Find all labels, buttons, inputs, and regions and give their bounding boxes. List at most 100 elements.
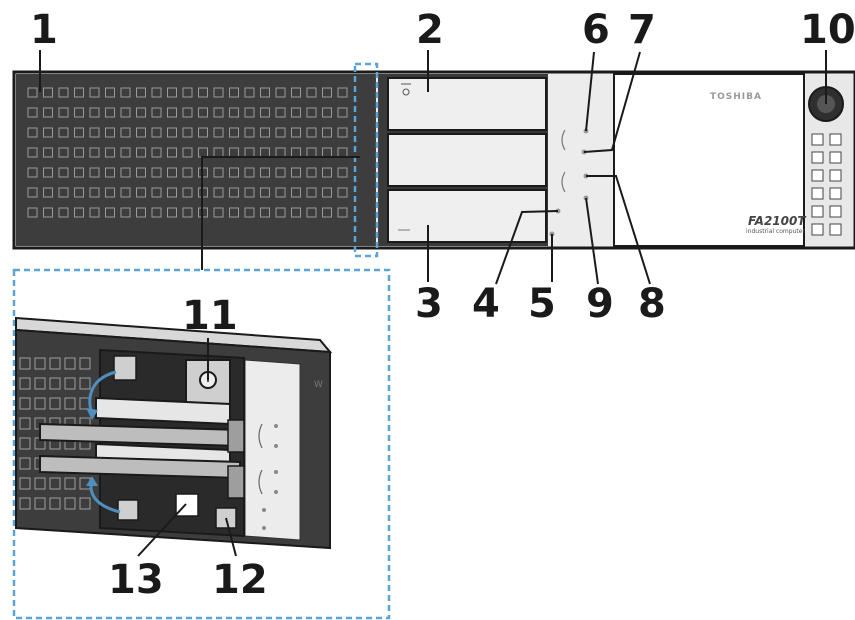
inset-vent-slot bbox=[19, 377, 31, 390]
inset-led-panel bbox=[244, 359, 301, 541]
vent-slot bbox=[306, 127, 317, 138]
function-button-icon bbox=[811, 151, 824, 164]
vent-slot bbox=[260, 107, 270, 118]
inset-led-a bbox=[274, 424, 278, 428]
vent-slot bbox=[167, 107, 177, 118]
vent-slot bbox=[105, 127, 115, 138]
vent-slot bbox=[105, 207, 115, 218]
vent-slot bbox=[291, 207, 301, 218]
function-button-icon bbox=[829, 205, 842, 218]
vent-slot bbox=[275, 87, 286, 98]
vent-slot bbox=[120, 107, 131, 118]
vent-slot bbox=[120, 187, 131, 198]
function-button-icon bbox=[829, 151, 842, 164]
vent-slot bbox=[306, 87, 317, 98]
handle-end-cap-upper bbox=[227, 419, 245, 453]
vent-slot bbox=[337, 87, 348, 98]
vent-slot bbox=[291, 127, 301, 138]
function-button-icon bbox=[829, 223, 842, 236]
vent-slot bbox=[229, 187, 239, 198]
vent-slot bbox=[43, 207, 53, 218]
inset-vent-slot bbox=[64, 477, 76, 490]
vent-slot bbox=[306, 207, 317, 218]
led-bracket-top bbox=[561, 129, 566, 151]
vent-slot bbox=[291, 187, 301, 198]
vent-slot bbox=[89, 187, 100, 198]
leader-line-4 bbox=[495, 210, 559, 285]
inset-vent-slot bbox=[49, 397, 61, 410]
vent-slot bbox=[43, 167, 53, 178]
vent-slot bbox=[136, 107, 146, 118]
drive-lock-icon bbox=[402, 88, 410, 96]
leader-line-7 bbox=[583, 51, 641, 153]
callout-10: 10 bbox=[800, 7, 855, 53]
vent-slot bbox=[136, 127, 146, 138]
callout-2: 2 bbox=[416, 7, 444, 53]
vent-slot bbox=[275, 207, 286, 218]
vent-slot bbox=[213, 207, 224, 218]
inset-vent-slot bbox=[19, 457, 31, 470]
inset-led-f bbox=[262, 526, 266, 530]
inset-vent-slot bbox=[19, 477, 31, 490]
vent-slot bbox=[213, 127, 224, 138]
inset-vent-slot bbox=[79, 377, 91, 390]
vent-slot bbox=[260, 167, 270, 178]
vent-slot bbox=[322, 87, 332, 98]
inset-led-bracket-1 bbox=[258, 423, 263, 449]
vent-slot bbox=[136, 147, 146, 158]
vent-slot bbox=[213, 87, 224, 98]
vent-slot bbox=[198, 127, 208, 138]
vent-slot bbox=[291, 87, 301, 98]
product-logo: FA2100T bbox=[748, 214, 806, 228]
leader-line-9 bbox=[585, 197, 599, 285]
vent-slot bbox=[275, 107, 286, 118]
vent-slot bbox=[198, 87, 208, 98]
vent-slot bbox=[337, 167, 348, 178]
vent-slot bbox=[244, 187, 255, 198]
vent-slot bbox=[337, 207, 348, 218]
vent-slot bbox=[105, 107, 115, 118]
vent-slot bbox=[43, 187, 53, 198]
vent-slot bbox=[58, 147, 69, 158]
inset-led-c bbox=[274, 470, 278, 474]
vent-slot bbox=[43, 87, 53, 98]
vent-slot bbox=[275, 187, 286, 198]
vent-slot bbox=[260, 187, 270, 198]
vent-slot bbox=[229, 87, 239, 98]
inset-vent-slot bbox=[19, 417, 31, 430]
callout-13: 13 bbox=[108, 557, 164, 603]
vent-slot bbox=[89, 167, 100, 178]
vent-slot bbox=[27, 87, 38, 98]
vent-slot bbox=[167, 87, 177, 98]
vent-slot bbox=[74, 167, 84, 178]
vent-slot bbox=[151, 167, 162, 178]
inset-vent-slot bbox=[79, 497, 91, 510]
vent-slot bbox=[58, 207, 69, 218]
vent-slot bbox=[120, 167, 131, 178]
vent-slot bbox=[27, 207, 38, 218]
brand-text: TOSHIBA bbox=[710, 92, 762, 102]
vent-slot bbox=[229, 107, 239, 118]
function-button-icon bbox=[811, 205, 824, 218]
vent-slot bbox=[229, 167, 239, 178]
inset-vent-slot bbox=[64, 397, 76, 410]
inset-vent-slot bbox=[49, 357, 61, 370]
front-cover bbox=[613, 73, 805, 247]
vent-slot bbox=[89, 207, 100, 218]
vent-slot bbox=[58, 167, 69, 178]
vent-slot bbox=[151, 107, 162, 118]
vent-slot bbox=[120, 127, 131, 138]
vent-slot bbox=[275, 167, 286, 178]
inset-vent-slot bbox=[49, 377, 61, 390]
vent-slot bbox=[105, 147, 115, 158]
vent-slot bbox=[151, 207, 162, 218]
vent-slot bbox=[167, 167, 177, 178]
vent-slot bbox=[58, 127, 69, 138]
vent-slot bbox=[182, 127, 193, 138]
vent-slot bbox=[89, 87, 100, 98]
vent-slot bbox=[151, 147, 162, 158]
callout-4: 4 bbox=[472, 281, 500, 327]
vent-slot bbox=[182, 107, 193, 118]
vent-slot bbox=[182, 207, 193, 218]
